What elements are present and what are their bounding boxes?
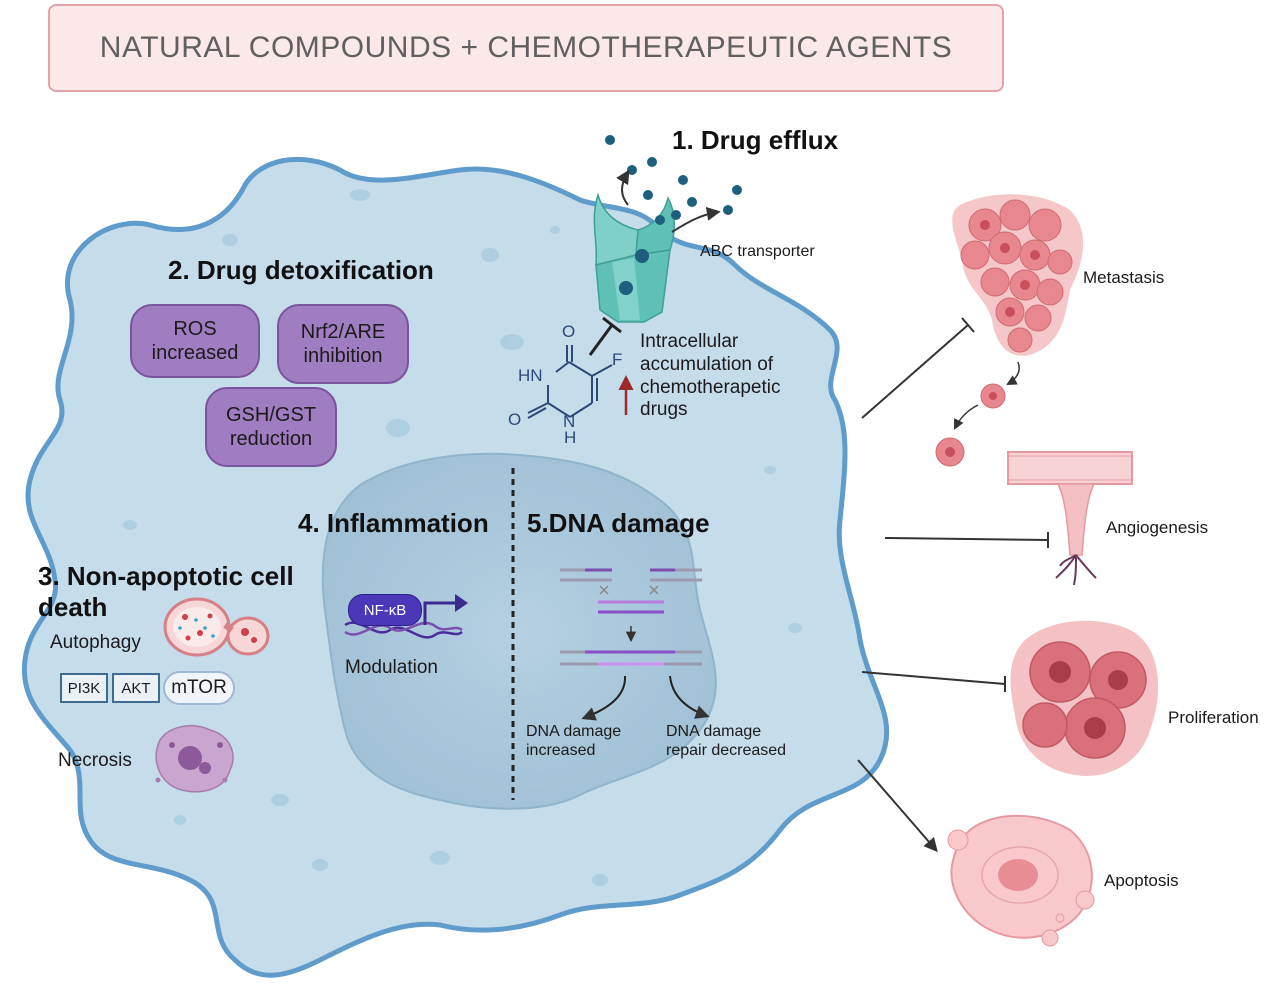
atom-o-bottom: O: [508, 410, 522, 429]
inhibition-line-transporter: [588, 324, 614, 356]
line-to-proliferation: [861, 671, 1006, 685]
intracellular-line4: drugs: [640, 399, 688, 421]
efflux-arrow-1: [616, 169, 630, 206]
label-modulation: Modulation: [345, 657, 438, 678]
proliferation-icon: [1010, 620, 1159, 776]
label-angiogenesis: Angiogenesis: [1106, 518, 1209, 537]
line-to-apoptosis: [857, 759, 938, 853]
efflux-arrow-2: [671, 206, 721, 233]
label-drug-detox: 2. Drug detoxification: [168, 255, 434, 285]
bar-metastasis: [961, 317, 975, 333]
atom-hn: HN: [518, 366, 543, 385]
nfkb-dna-helix: [344, 621, 463, 639]
inhibition-bar-transporter: [602, 316, 622, 334]
atom-o-top: O: [562, 322, 576, 341]
label-dna-repair: DNA damage repair decreased: [666, 722, 786, 760]
pill-ros-line2: increased: [151, 342, 239, 364]
label-inflammation: 4. Inflammation: [298, 508, 489, 538]
box-mtor: mTOR: [163, 671, 235, 705]
label-dna-increased: DNA damage increased: [526, 722, 621, 760]
cytoplasm-vesicles: [123, 189, 802, 886]
label-non-apoptotic: 3. Non-apoptotic cell death: [38, 561, 294, 622]
non-apoptotic-line1: 3. Non-apoptotic cell: [38, 561, 294, 591]
nucleus: [321, 452, 717, 810]
pill-gsh-line1: GSH/GST: [225, 404, 316, 426]
five-fu-molecule: [527, 345, 613, 419]
dna-repair-line1: DNA damage: [666, 723, 762, 740]
box-pi3k: PI3K: [60, 673, 108, 703]
label-abc-transporter: ABC transporter: [700, 243, 815, 260]
dna-strands: [560, 568, 702, 666]
intracellular-line2: accumulation of: [640, 353, 774, 375]
apoptosis-icon: [947, 814, 1095, 947]
label-dna-damage: 5.DNA damage: [527, 508, 710, 538]
transcription-arrow-head: [455, 594, 468, 612]
atom-f: F: [612, 350, 623, 369]
dna-arrow-left: [581, 675, 627, 721]
intracellular-line3: chemotherapetic: [640, 376, 781, 398]
label-autophagy: Autophagy: [50, 632, 141, 653]
pill-nrf2-line1: Nrf2/ARE: [300, 321, 386, 343]
pill-ros-line1: ROS: [173, 318, 217, 340]
atom-h: H: [564, 428, 577, 447]
pill-nrf2-line2: inhibition: [303, 345, 383, 367]
label-proliferation: Proliferation: [1168, 708, 1259, 727]
angiogenesis-icon: [1007, 451, 1133, 586]
box-akt: AKT: [112, 673, 160, 703]
label-drug-efflux: 1. Drug efflux: [672, 125, 839, 155]
metastasis-icon: [935, 194, 1084, 467]
abc-transporter-shape: [593, 192, 675, 323]
label-metastasis: Metastasis: [1083, 268, 1165, 287]
drug-molecules: [605, 135, 742, 225]
atom-n: N: [563, 412, 576, 431]
dna-increased-line2: increased: [526, 742, 596, 760]
non-apoptotic-line2: death: [38, 591, 108, 622]
title-text: NATURAL COMPOUNDS + CHEMOTHERAPEUTIC AGE…: [99, 31, 953, 64]
line-to-metastasis: [861, 324, 969, 419]
label-necrosis: Necrosis: [58, 750, 132, 771]
title-banner: NATURAL COMPOUNDS + CHEMOTHERAPEUTIC AGE…: [48, 4, 1004, 92]
label-apoptosis: Apoptosis: [1104, 871, 1179, 890]
line-to-angiogenesis: [884, 537, 1049, 541]
transcription-arrow: [423, 601, 455, 625]
intracellular-line1: Intracellular: [640, 331, 739, 352]
dna-increased-line1: DNA damage: [526, 723, 622, 740]
dna-repair-line2: repair decreased: [666, 742, 787, 760]
necrosis-icon: [155, 724, 234, 793]
label-intracellular: Intracellular accumulation of chemothera…: [640, 331, 780, 422]
pill-gsh-line2: reduction: [229, 428, 313, 450]
autophagy-icon: [163, 597, 270, 657]
dna-arrow-right: [669, 675, 710, 719]
nfkb-badge: NF-κB: [348, 594, 422, 626]
